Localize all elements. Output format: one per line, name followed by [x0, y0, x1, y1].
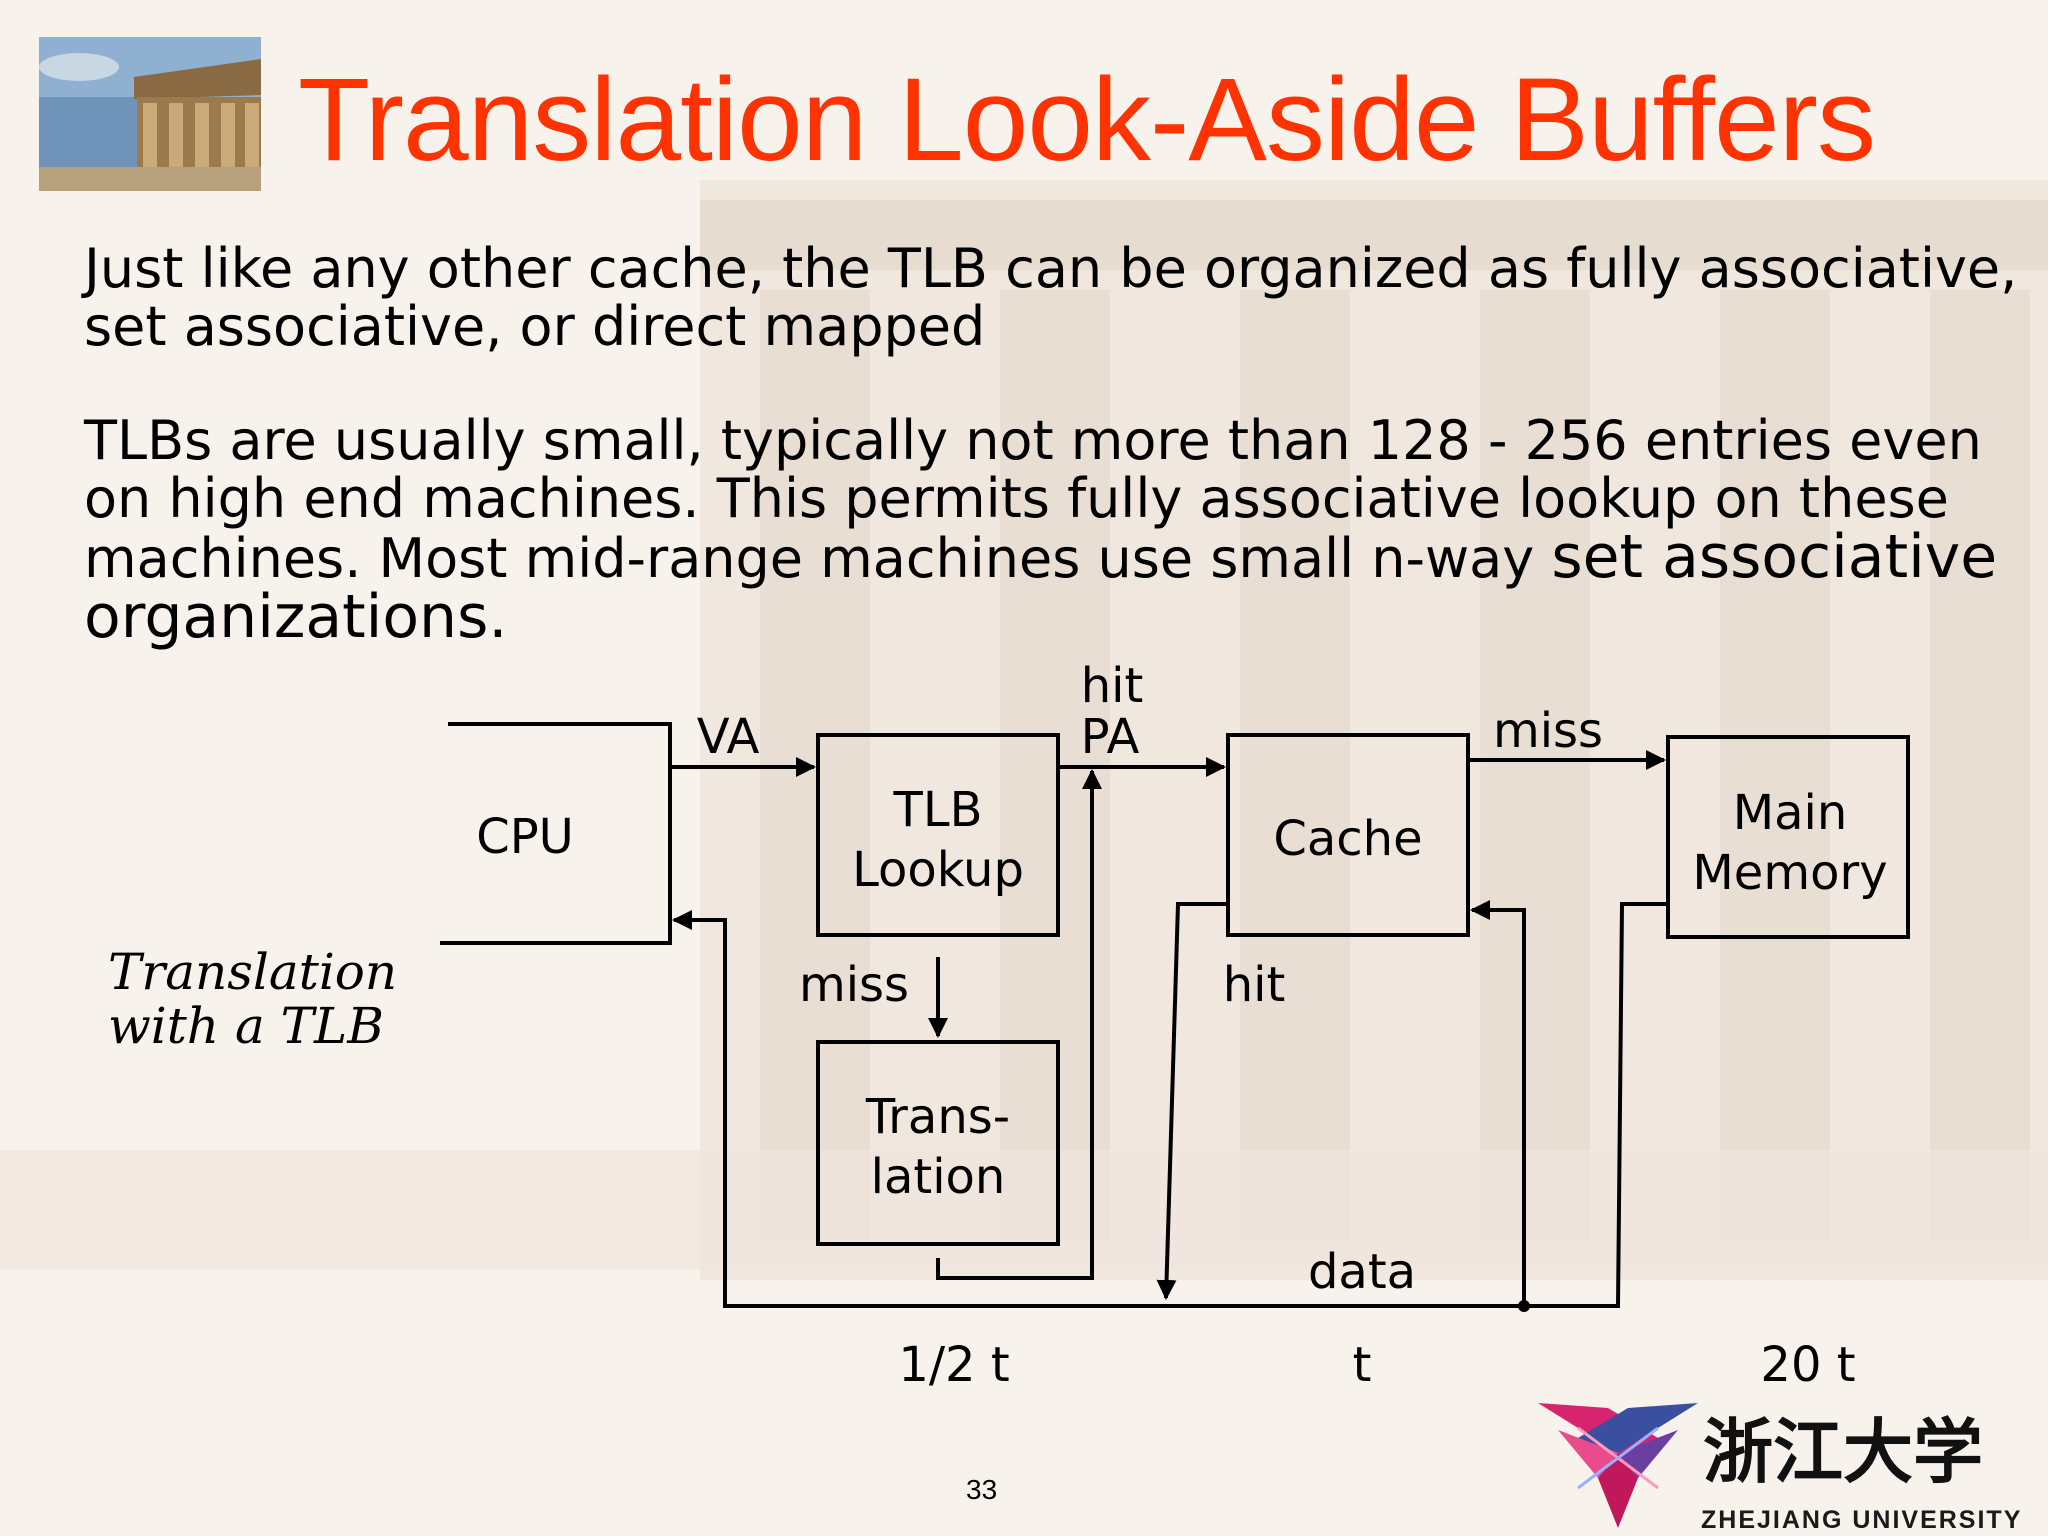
- logo-emblem-icon: [1538, 1403, 1698, 1528]
- translation-label-line2: lation: [871, 1149, 1006, 1205]
- label-time-tlb: 1/2 t: [898, 1337, 1009, 1393]
- label-time-memory: 20 t: [1760, 1337, 1855, 1393]
- arrow-cache-hit: [1156, 902, 1228, 1300]
- label-miss-cache: miss: [1493, 703, 1603, 759]
- label-miss-tlb: miss: [799, 957, 909, 1013]
- page-number: 33: [966, 1474, 998, 1505]
- main-memory-box: Main Memory: [1666, 735, 1910, 939]
- label-pa: PA: [1081, 709, 1140, 765]
- cache-box: Cache: [1226, 733, 1470, 937]
- paragraph-tlb-size-text: TLBs are usually small, typically not mo…: [84, 409, 1982, 590]
- junction-dot: [1518, 1300, 1530, 1312]
- cpu-block: CPU: [440, 722, 672, 945]
- zhejiang-university-logo: 浙江大学: [1538, 1403, 1983, 1528]
- main-memory-label-line2: Memory: [1692, 845, 1887, 901]
- arrow-data-to-cache: [1470, 900, 1526, 1306]
- parthenon-photo: [39, 37, 261, 191]
- logo-english-name: ZHEJIANG UNIVERSITY: [1701, 1506, 2023, 1534]
- label-data: data: [1308, 1244, 1416, 1300]
- cache-label: Cache: [1273, 811, 1422, 867]
- arrow-memory-data: [1168, 902, 1668, 1308]
- tlb-label-line1: TLB: [893, 782, 983, 838]
- arrow-translation-to-pa: [936, 769, 1102, 1280]
- logo-chinese-name: 浙江大学: [1703, 1410, 1983, 1493]
- paragraph-set-associative-text: set associative organizations.: [84, 522, 1998, 652]
- slide-title: Translation Look-Aside Buffers: [298, 54, 1876, 186]
- main-memory-label-line1: Main: [1733, 785, 1848, 841]
- translation-label-line1: Trans-: [865, 1089, 1010, 1145]
- caption-line1: Translation: [108, 943, 398, 1001]
- caption-line2: with a TLB: [108, 997, 384, 1055]
- diagram-arrows: [670, 750, 1668, 1308]
- label-time-cache: t: [1353, 1337, 1372, 1393]
- tlb-diagram: CPU TLB Lookup Trans- lation Cache Main …: [440, 658, 1910, 1393]
- cpu-label: CPU: [476, 809, 574, 865]
- label-hit-cache: hit: [1223, 957, 1286, 1013]
- paragraph-tlb-organization: Just like any other cache, the TLB can b…: [84, 237, 2018, 358]
- arrow-data-to-cpu: [672, 910, 1168, 1308]
- label-va: VA: [697, 709, 760, 765]
- tlb-lookup-box: TLB Lookup: [816, 733, 1060, 937]
- label-hit-tlb: hit: [1081, 658, 1144, 714]
- paragraph-tlb-size: TLBs are usually small, typically not mo…: [84, 412, 2034, 648]
- tlb-label-line2: Lookup: [852, 842, 1024, 898]
- translation-box: Trans- lation: [816, 1040, 1060, 1246]
